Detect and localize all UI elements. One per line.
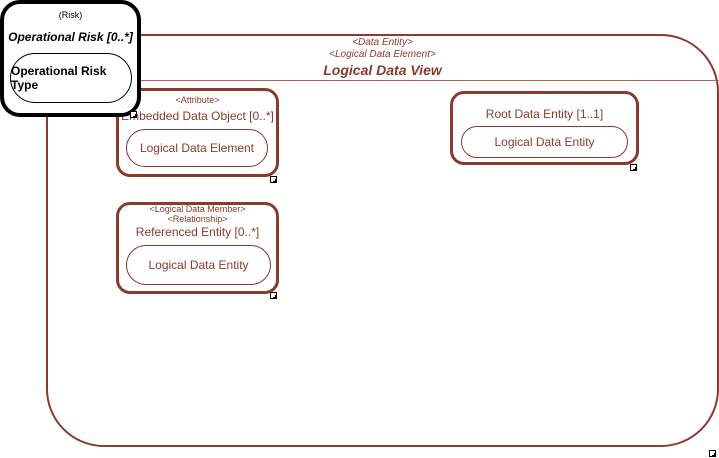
embedded-title: Embedded Data Object [0..*] xyxy=(121,109,274,123)
embedded-type-pill[interactable]: Logical Data Element xyxy=(126,129,268,167)
risk-stereotype: (Risk) xyxy=(58,10,83,20)
risk-type-pill[interactable]: Operational Risk Type xyxy=(10,53,132,103)
referenced-stereotype-member: <Logical Data Member> xyxy=(149,204,246,214)
main-stereotype-logical-data-element: <Logical Data Element> xyxy=(329,49,436,60)
risk-title: Operational Risk [0..*] xyxy=(8,30,133,44)
risk-resize-handle-icon[interactable] xyxy=(130,111,137,118)
referenced-stereotype-relationship: <Relationship> xyxy=(167,214,228,224)
main-resize-handle-icon[interactable] xyxy=(709,450,716,457)
root-type-pill[interactable]: Logical Data Entity xyxy=(461,126,628,158)
root-title: Root Data Entity [1..1] xyxy=(485,107,604,121)
header-divider xyxy=(46,80,719,81)
referenced-resize-handle-icon[interactable] xyxy=(270,292,277,299)
main-title: Logical Data View xyxy=(323,62,442,78)
embedded-resize-handle-icon[interactable] xyxy=(270,176,277,183)
embedded-stereotype: <Attribute> xyxy=(175,95,220,105)
main-stereotype-data-entity: <Data Entity> xyxy=(352,37,413,48)
referenced-title: Referenced Entity [0..*] xyxy=(135,225,260,239)
root-resize-handle-icon[interactable] xyxy=(630,164,637,171)
referenced-type-pill[interactable]: Logical Data Entity xyxy=(126,245,271,285)
